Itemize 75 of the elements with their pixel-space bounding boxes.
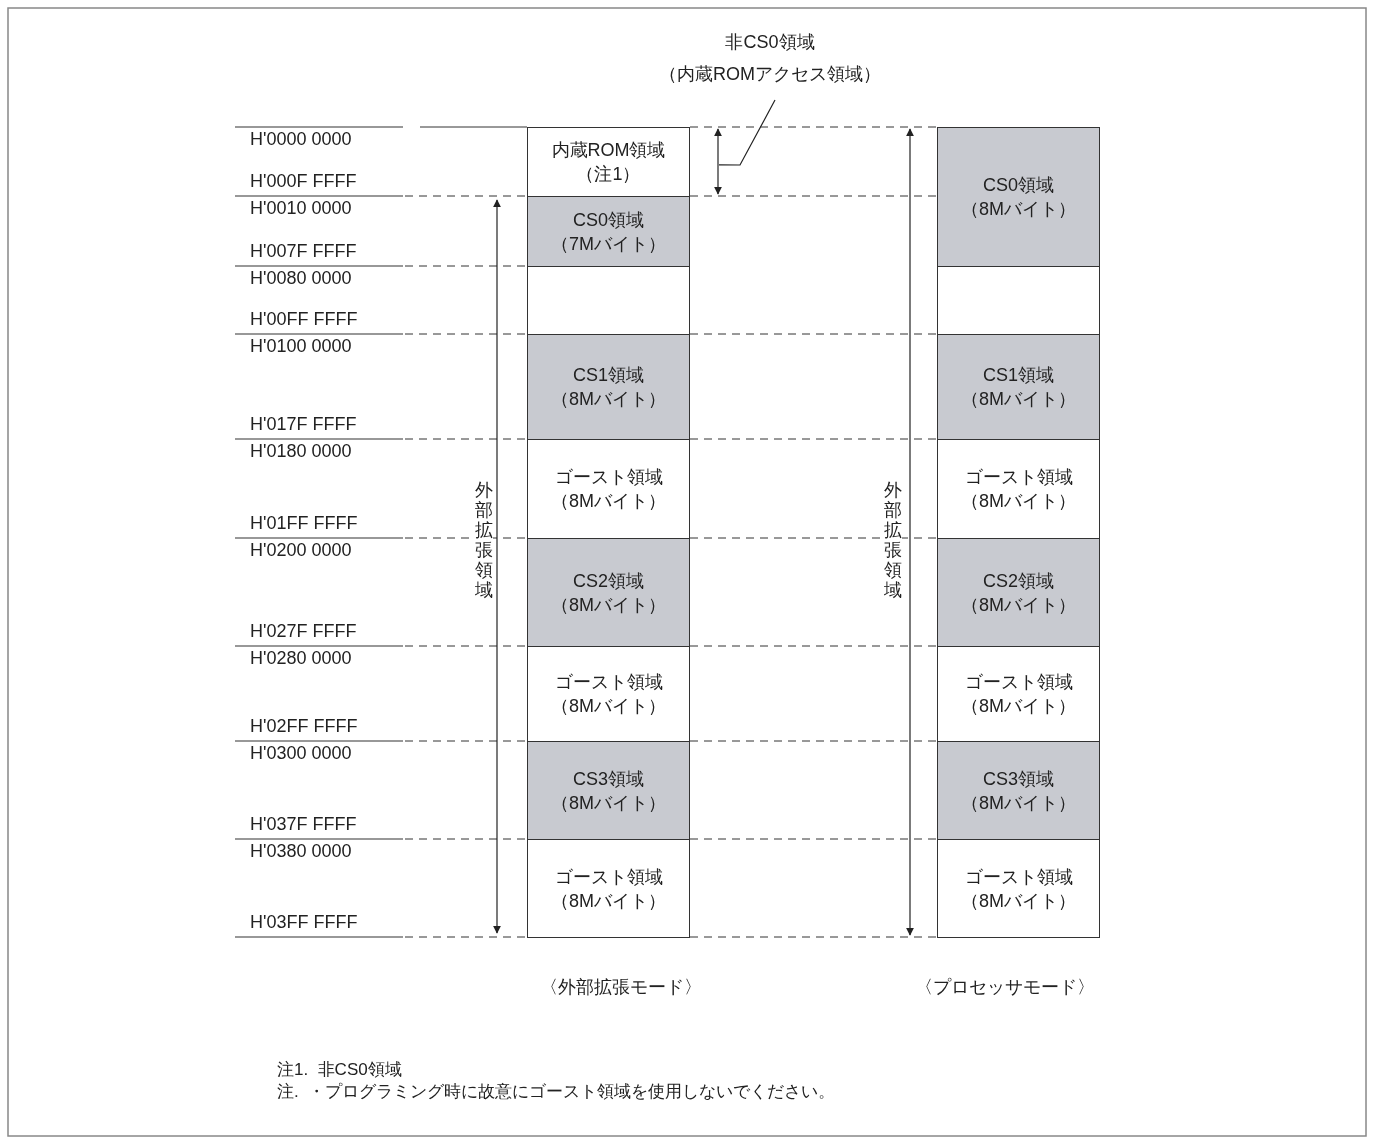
region-size: （8Mバイト）	[551, 791, 666, 815]
region-size: （8Mバイト）	[961, 889, 1076, 913]
region-name: ゴースト領域	[554, 865, 663, 889]
memory-block	[527, 334, 690, 440]
memory-block	[527, 741, 690, 840]
mode-caption: 〈外部拡張モード〉	[540, 976, 702, 999]
region-size: （8Mバイト）	[551, 695, 666, 718]
memory-block	[937, 646, 1100, 742]
region-size: （内蔵ROMアクセス領域）	[659, 63, 881, 86]
region-name: CS1領域	[983, 364, 1054, 387]
address-label: H'02FF FFFF	[250, 716, 358, 737]
address-label: H'01FF FFFF	[250, 513, 358, 534]
memory-block	[937, 439, 1100, 539]
address-label: H'007F FFFF	[250, 241, 357, 262]
memory-block	[527, 646, 690, 742]
region-name: ゴースト領域	[964, 865, 1073, 889]
address-label: H'0100 0000	[250, 336, 352, 357]
region-size: （7Mバイト）	[551, 232, 666, 256]
region-name: CS0領域	[983, 174, 1054, 197]
mode-caption: 〈プロセッサモード〉	[915, 976, 1095, 999]
region-size: （8Mバイト）	[961, 198, 1076, 221]
address-label: H'0380 0000	[250, 841, 352, 862]
empty-block	[527, 266, 690, 335]
region-size: （8Mバイト）	[551, 388, 666, 411]
address-label: H'0280 0000	[250, 648, 352, 669]
region-size: （8Mバイト）	[961, 593, 1076, 617]
region-name: CS2領域	[983, 569, 1054, 593]
region-name: ゴースト領域	[964, 671, 1073, 694]
region-name: 非CS0領域	[725, 31, 815, 54]
vertical-label: 外部拡張領域	[475, 480, 493, 600]
region-size: （8Mバイト）	[961, 490, 1076, 513]
memory-block	[527, 196, 690, 267]
region-name: 内蔵ROM領域	[551, 139, 666, 162]
region-name: CS1領域	[573, 364, 644, 387]
region-size: （8Mバイト）	[551, 889, 666, 913]
region-size: （8Mバイト）	[551, 490, 666, 513]
leader-line	[718, 99, 776, 166]
dimension-line	[714, 128, 722, 195]
memory-block	[937, 334, 1100, 440]
empty-block	[937, 266, 1100, 335]
memory-block	[527, 538, 690, 647]
address-label: H'03FF FFFF	[250, 912, 358, 933]
note: 注. ・プログラミング時に故意にゴースト領域を使用しないでください。	[277, 1081, 836, 1103]
address-label: H'017F FFFF	[250, 414, 357, 435]
region-name: ゴースト領域	[554, 671, 663, 694]
region-name: CS0領域	[573, 208, 644, 232]
region-name: CS3領域	[573, 767, 644, 791]
address-label: H'0200 0000	[250, 540, 352, 561]
region-size: （8Mバイト）	[961, 791, 1076, 815]
address-label: H'027F FFFF	[250, 621, 357, 642]
address-label: H'0300 0000	[250, 743, 352, 764]
memory-block	[527, 839, 690, 938]
address-label: H'00FF FFFF	[250, 309, 358, 330]
memory-block	[527, 439, 690, 539]
region-name: CS3領域	[983, 767, 1054, 791]
region-size: （8Mバイト）	[551, 593, 666, 617]
memory-block	[937, 538, 1100, 647]
memory-block	[937, 839, 1100, 938]
note: 注1. 非CS0領域	[277, 1059, 402, 1081]
vertical-label: 外部拡張領域	[884, 480, 902, 600]
address-label: H'037F FFFF	[250, 814, 357, 835]
address-label: H'0180 0000	[250, 441, 352, 462]
address-label: H'0080 0000	[250, 268, 352, 289]
region-size: （8Mバイト）	[961, 695, 1076, 718]
memory-block	[527, 127, 690, 197]
region-name: ゴースト領域	[554, 466, 663, 489]
memory-block	[937, 741, 1100, 840]
address-label: H'000F FFFF	[250, 171, 357, 192]
address-label: H'0000 0000	[250, 129, 352, 150]
region-name: ゴースト領域	[964, 466, 1073, 489]
region-size: （注1）	[576, 163, 641, 186]
region-size: （8Mバイト）	[961, 388, 1076, 411]
region-name: CS2領域	[573, 569, 644, 593]
address-label: H'0010 0000	[250, 198, 352, 219]
memory-block	[937, 127, 1100, 267]
